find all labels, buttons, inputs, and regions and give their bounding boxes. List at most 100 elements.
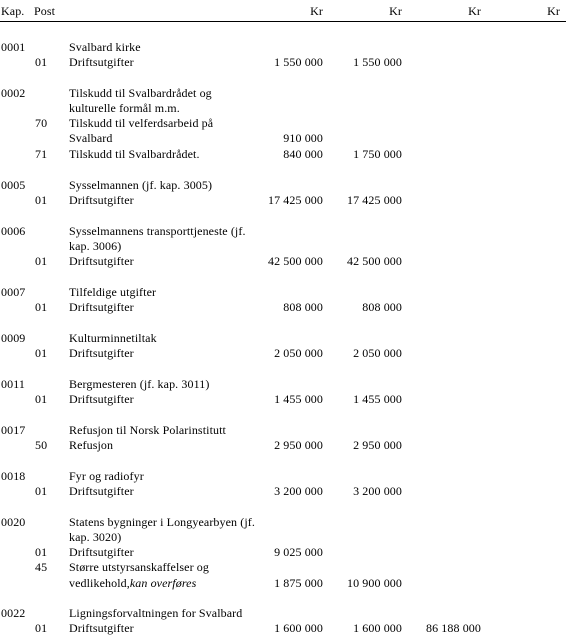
description-cell: Tilskudd til velferdsarbeid på xyxy=(69,116,214,130)
amount-cell-1: 9 025 000 xyxy=(274,545,323,559)
table-row: kap. 3006) xyxy=(0,239,566,254)
header-divider xyxy=(0,21,566,22)
description-cell: Tilskudd til Svalbardrådet. xyxy=(69,147,200,161)
amount-cell-2: 42 500 000 xyxy=(347,254,402,268)
table-row: 0009 Kulturminnetiltak xyxy=(0,331,566,346)
description-cell: Driftsutgifter xyxy=(69,55,134,69)
table-row: kulturelle formål m.m. xyxy=(0,101,566,116)
table-row: 0007 Tilfeldige utgifter xyxy=(0,285,566,300)
post-cell: 01 xyxy=(35,55,48,69)
post-cell: 70 xyxy=(35,116,48,130)
table-row: 0017 Refusjon til Norsk Polarinstitutt xyxy=(0,423,566,438)
amount-cell-2: 1 455 000 xyxy=(353,392,402,406)
description-italic-note: kan overføres xyxy=(129,576,197,590)
kap-cell: 0006 xyxy=(1,224,26,238)
description-cell: Driftsutgifter xyxy=(69,254,134,268)
post-cell: 45 xyxy=(35,560,48,574)
amount-cell-2: 1 600 000 xyxy=(353,621,402,635)
amount-cell-2: 808 000 xyxy=(362,300,402,314)
description-cell: kap. 3006) xyxy=(69,239,122,253)
post-cell: 01 xyxy=(35,392,48,406)
table-row: kap. 3020) xyxy=(0,530,566,545)
table-row: Svalbard 910 000 xyxy=(0,131,566,146)
kap-cell: 0020 xyxy=(1,515,26,529)
description-cell: Driftsutgifter xyxy=(69,193,134,207)
description-cell: kulturelle formål m.m. xyxy=(69,101,180,115)
description-cell: Driftsutgifter xyxy=(69,545,134,559)
description-cell: Tilskudd til Svalbardrådet og xyxy=(69,86,212,100)
amount-cell-1: 3 200 000 xyxy=(274,484,323,498)
amount-cell-1: 910 000 xyxy=(283,131,323,145)
amount-cell-2: 2 950 000 xyxy=(353,438,402,452)
description-cell: Større utstyrsanskaffelser og xyxy=(69,560,209,574)
amount-cell-1: 42 500 000 xyxy=(268,254,323,268)
table-row: 0020 Statens bygninger i Longyearbyen (jf… xyxy=(0,515,566,530)
amount-cell-3: 86 188 000 xyxy=(426,621,481,635)
post-cell: 01 xyxy=(35,621,48,635)
header-kr-2: Kr xyxy=(389,4,402,18)
description-cell: Ligningsforvaltningen for Svalbard xyxy=(69,606,243,620)
kap-cell: 0011 xyxy=(1,377,25,391)
kap-cell: 0001 xyxy=(1,40,26,54)
kap-cell: 0002 xyxy=(1,86,26,100)
kap-cell: 0017 xyxy=(1,423,26,437)
kap-cell: 0007 xyxy=(1,285,26,299)
post-cell: 01 xyxy=(35,193,48,207)
amount-cell-2: 1 550 000 xyxy=(353,55,402,69)
table-row: 0022 Ligningsforvaltningen for Svalbard xyxy=(0,606,566,621)
table-row: 01 Driftsutgifter 1 600 000 1 600 000 86 188… xyxy=(0,621,566,636)
kap-cell: 0009 xyxy=(1,331,26,345)
amount-cell-2: 10 900 000 xyxy=(347,576,402,590)
amount-cell-1: 17 425 000 xyxy=(268,193,323,207)
table-row: 01 Driftsutgifter 9 025 000 xyxy=(0,545,566,560)
description-cell: Driftsutgifter xyxy=(69,300,134,314)
amount-cell-1: 1 455 000 xyxy=(274,392,323,406)
description-cell: vedlikehold,kan overføres xyxy=(69,576,196,591)
amount-cell-1: 840 000 xyxy=(283,147,323,161)
table-row: 0002 Tilskudd til Svalbardrådet og xyxy=(0,86,566,101)
amount-cell-1: 2 950 000 xyxy=(274,438,323,452)
header-post: Post xyxy=(34,4,56,18)
description-cell: Kulturminnetiltak xyxy=(69,331,157,345)
amount-cell-1: 1 550 000 xyxy=(274,55,323,69)
post-cell: 01 xyxy=(35,254,48,268)
description-cell: Statens bygninger i Longyearbyen (jf. xyxy=(69,515,255,529)
post-cell: 01 xyxy=(35,300,48,314)
description-cell: Driftsutgifter xyxy=(69,392,134,406)
table-row: 70 Tilskudd til velferdsarbeid på xyxy=(0,116,566,131)
table-row: 0006 Sysselmannens transporttjeneste (jf. xyxy=(0,224,566,239)
header-kr-3: Kr xyxy=(468,4,481,18)
amount-cell-1: 1 875 000 xyxy=(274,576,323,590)
post-cell: 01 xyxy=(35,545,48,559)
description-cell: Svalbard xyxy=(69,131,113,145)
description-cell: Refusjon til Norsk Polarinstitutt xyxy=(69,423,226,437)
amount-cell-2: 2 050 000 xyxy=(353,346,402,360)
table-row: 01 Driftsutgifter 42 500 000 42 500 000 xyxy=(0,254,566,269)
kap-cell: 0022 xyxy=(1,606,26,620)
description-cell: Bergmesteren (jf. kap. 3011) xyxy=(69,377,210,391)
kap-cell: 0005 xyxy=(1,178,26,192)
header-kap: Kap. xyxy=(1,4,25,18)
post-cell: 01 xyxy=(35,484,48,498)
description-cell: Sysselmannens transporttjeneste (jf. xyxy=(69,224,246,238)
description-cell: Driftsutgifter xyxy=(69,621,134,635)
amount-cell-1: 1 600 000 xyxy=(274,621,323,635)
post-cell: 01 xyxy=(35,346,48,360)
description-text: vedlikehold, xyxy=(69,576,130,590)
header-kr-1: Kr xyxy=(310,4,323,18)
description-cell: Refusjon xyxy=(69,438,114,452)
table-row: 0011 Bergmesteren (jf. kap. 3011) xyxy=(0,377,566,392)
table-row: 01 Driftsutgifter 1 550 000 1 550 000 xyxy=(0,55,566,70)
amount-cell-2: 3 200 000 xyxy=(353,484,402,498)
description-cell: Fyr og radiofyr xyxy=(69,469,144,483)
table-row: 01 Driftsutgifter 1 455 000 1 455 000 xyxy=(0,392,566,407)
description-cell: Tilfeldige utgifter xyxy=(69,285,157,299)
amount-cell-2: 1 750 000 xyxy=(353,147,402,161)
